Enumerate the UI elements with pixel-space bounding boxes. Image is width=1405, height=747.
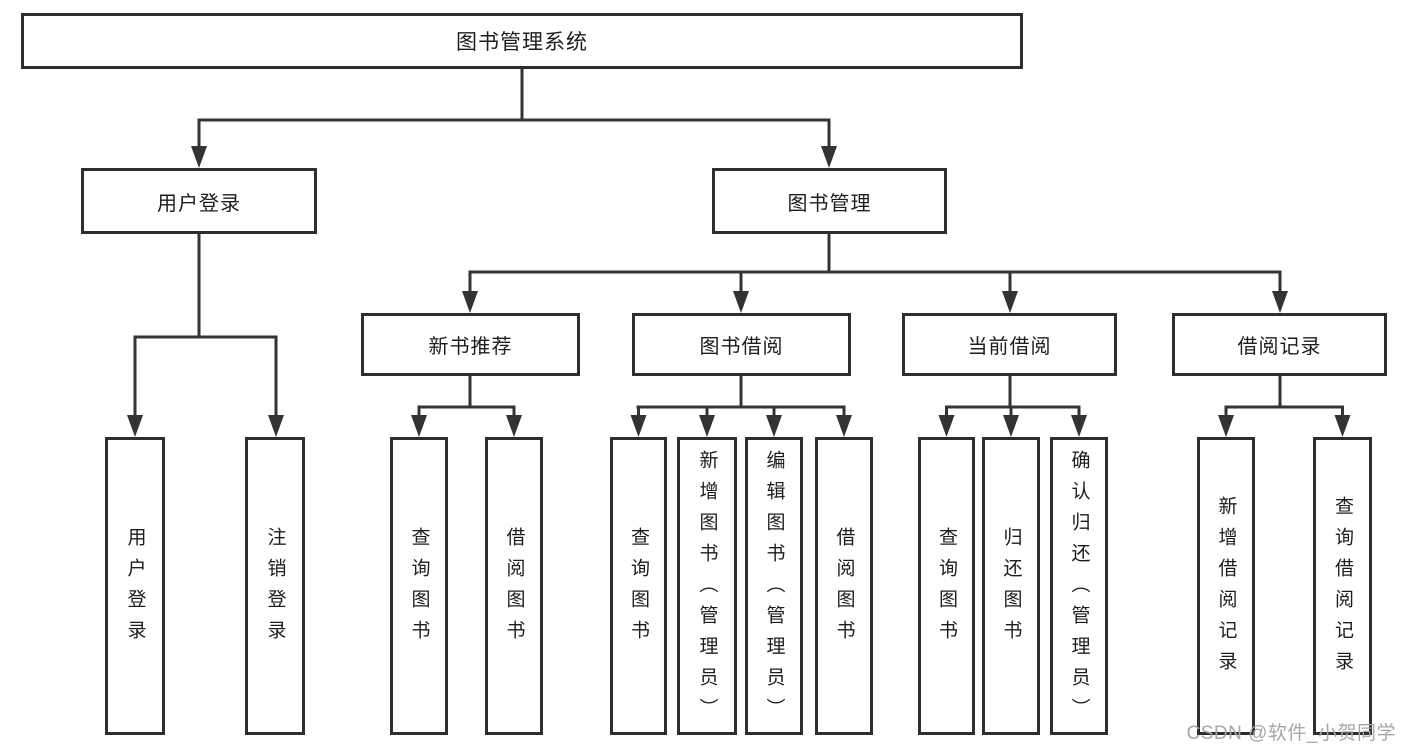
connector-borrow-record-to-leaves: [1218, 374, 1351, 437]
leaf-user-login: 用户登录: [105, 437, 165, 735]
node-book-borrow: 图书借阅: [632, 313, 851, 376]
node-label: 借阅记录: [1237, 336, 1322, 358]
node-borrow-record: 借阅记录: [1172, 313, 1387, 376]
node-current-borrow: 当前借阅: [902, 313, 1117, 376]
leaf-label: 查询图书: [936, 527, 957, 651]
node-new-book-recommend: 新书推荐: [361, 313, 580, 376]
node-label: 图书借阅: [699, 336, 784, 358]
connector-user-login-to-leaves: [127, 231, 284, 437]
leaf-query-borrow-record: 查询借阅记录: [1313, 437, 1372, 735]
leaf-label: 新增图书（管理员）: [696, 449, 718, 729]
connector-current-borrow-to-leaves: [938, 374, 1087, 437]
leaf-label: 查询图书: [408, 527, 430, 651]
leaf-borrow-book-recommend: 借阅图书: [485, 437, 543, 735]
leaf-label: 借阅图书: [503, 527, 525, 651]
node-label: 图书管理: [787, 192, 872, 215]
node-label: 当前借阅: [967, 336, 1052, 358]
csdn-watermark: CSDN @软件_小贺同学: [1186, 723, 1396, 744]
leaf-borrow-book: 借阅图书: [815, 437, 873, 735]
node-label: 用户登录: [157, 192, 241, 215]
node-user-login: 用户登录: [81, 168, 317, 234]
connector-root-to-level2: [191, 69, 837, 168]
leaf-query-book-recommend: 查询图书: [390, 437, 448, 735]
leaf-add-borrow-record: 新增借阅记录: [1197, 437, 1255, 735]
leaf-label: 归还图书: [1000, 527, 1022, 651]
leaf-label: 用户登录: [124, 527, 146, 651]
leaf-label: 查询借阅记录: [1332, 496, 1353, 682]
leaf-label: 查询图书: [628, 527, 649, 651]
leaf-label: 新增借阅记录: [1215, 496, 1237, 682]
leaf-label: 注销登录: [264, 527, 286, 651]
leaf-confirm-return-admin: 确认归还（管理员）: [1050, 437, 1108, 735]
leaf-query-current-borrow: 查询图书: [918, 437, 975, 735]
leaf-label: 确认归还（管理员）: [1068, 449, 1090, 729]
node-book-management: 图书管理: [712, 168, 947, 234]
leaf-return-book: 归还图书: [982, 437, 1040, 735]
leaf-edit-book-admin: 编辑图书（管理员）: [745, 437, 803, 735]
leaf-label: 借阅图书: [833, 527, 855, 651]
leaf-label: 编辑图书（管理员）: [763, 449, 785, 729]
node-library-management-system: 图书管理系统: [21, 13, 1023, 69]
connector-new-book-to-leaves: [411, 374, 522, 437]
node-label: 图书管理系统: [456, 31, 588, 54]
leaf-query-book: 查询图书: [610, 437, 667, 735]
connector-book-management-to-level3: [462, 232, 1288, 313]
node-label: 新书推荐: [428, 336, 513, 358]
connector-book-borrow-to-leaves: [630, 374, 852, 437]
leaf-add-book-admin: 新增图书（管理员）: [677, 437, 737, 735]
leaf-logout: 注销登录: [245, 437, 305, 735]
